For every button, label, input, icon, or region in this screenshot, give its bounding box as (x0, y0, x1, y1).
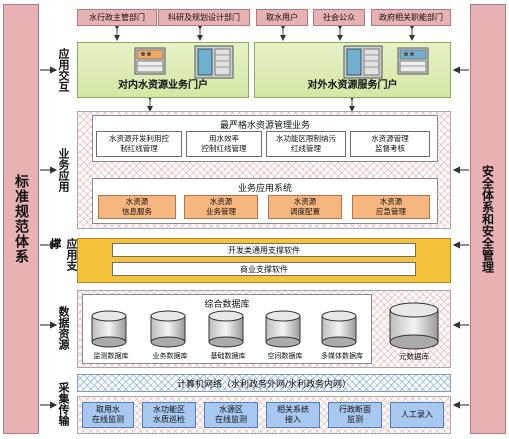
strictest-item-3: 水功能区限制纳污红线管理 (266, 131, 346, 157)
db-label-basic: 基础数据库 (210, 352, 246, 360)
standards-pillar: 标准规范体系 (3, 4, 39, 434)
business-item-info-service: 水资源信息服务 (98, 195, 176, 219)
commercial-support-software: 商业支撑软件 (112, 262, 416, 276)
business-item-dispatch: 水资源调度配置 (268, 195, 342, 219)
strictest-item-4: 水资源管理监督考核 (350, 131, 430, 157)
collection-source-monitor: 水源区在线监测 (204, 402, 258, 428)
server-cabinet-icon (343, 45, 383, 79)
left-arrows (40, 66, 58, 409)
business-item-emergency: 水资源应急管理 (352, 195, 430, 219)
db-label-multimedia: 多媒体数据库 (321, 352, 363, 360)
computer-icon (397, 47, 429, 75)
db-label-spatial: 空间数据库 (267, 352, 303, 360)
layer-arrows (147, 95, 355, 112)
general-support-software: 开发类通用支撑软件 (112, 243, 416, 257)
collection-layer (77, 396, 451, 434)
db-cylinder-metadata-icon (389, 302, 439, 350)
user-water-intake: 取水用户 (256, 9, 308, 26)
layer-label-app-support: 应用支撑 (49, 238, 78, 271)
collection-intake-monitor: 取用水在线监测 (82, 402, 134, 428)
business-item-management: 水资源业务管理 (184, 195, 258, 219)
strictest-item-1: 水资源开发利用控制红线管理 (96, 131, 182, 157)
business-system-title: 业务应用系统 (237, 184, 292, 194)
db-cylinder-basic-icon (208, 310, 244, 348)
user-gov-departments: 政府相关职能部门 (371, 9, 451, 26)
layer-label-collection: 采集传输 (57, 382, 70, 426)
db-label-monitor: 监测数据库 (93, 352, 129, 360)
internal-portal: 对内水资源业务门户 (77, 42, 249, 98)
db-label-metadata: 元数据库 (399, 352, 429, 361)
db-cylinder-business-icon (150, 310, 186, 348)
user-research-planning: 科研及规划设计部门 (158, 9, 250, 26)
collection-system-access: 相关系统接入 (266, 402, 320, 428)
standards-pillar-label: 标准规范体系 (13, 174, 29, 264)
security-pillar-label: 安全体系和安全管理 (480, 165, 495, 273)
db-label-business: 业务数据库 (152, 352, 188, 360)
network-bar: 计算机网络（水利政务外网/水利政务内网） (77, 374, 451, 392)
external-portal-title: 对外水资源服务门户 (307, 80, 398, 91)
integrated-database-title: 综合数据库 (204, 300, 250, 310)
internal-portal-title: 对内水资源业务门户 (118, 80, 208, 91)
security-pillar: 安全体系和安全管理 (470, 4, 506, 434)
user-water-admin: 水行政主管部门 (77, 9, 157, 26)
collection-water-quality: 水功能区水质巡检 (142, 402, 196, 428)
external-portal: 对外水资源服务门户 (254, 42, 451, 98)
user-public: 社会公众 (313, 9, 365, 26)
user-portal-arrows (114, 24, 415, 41)
network-label: 计算机网络（水利政务外网/水利政务内网） (176, 379, 352, 390)
collection-manual-entry: 人工录入 (390, 402, 444, 428)
right-arrows (452, 66, 469, 409)
layer-label-business-app: 业务应用 (57, 148, 70, 192)
strictest-item-2: 用水效率控制红线管理 (186, 131, 262, 157)
collection-section-monitor: 行政断面监测 (328, 402, 382, 428)
db-cylinder-spatial-icon (265, 310, 301, 348)
database-icons (91, 302, 439, 350)
computer-icon (134, 47, 166, 75)
strictest-title: 最严格水资源管理业务 (219, 121, 310, 131)
db-cylinder-monitor-icon (91, 310, 127, 348)
server-cabinet-icon (194, 45, 234, 79)
db-cylinder-multimedia-icon (321, 310, 357, 348)
layer-label-app-interaction: 应用交互 (57, 48, 70, 92)
layer-label-data-resource: 数据资源 (57, 306, 70, 350)
